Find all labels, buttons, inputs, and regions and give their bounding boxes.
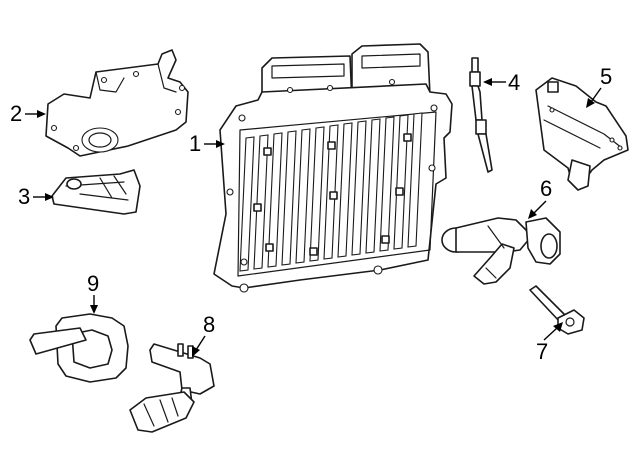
part-6-sensor — [441, 217, 561, 285]
part-2-bracket — [45, 49, 189, 157]
callout-2: 2 — [10, 101, 46, 126]
callout-9: 9 — [87, 271, 99, 314]
callout-6-number: 6 — [540, 176, 552, 201]
callout-3-number: 3 — [18, 184, 30, 209]
callout-8-number: 8 — [203, 312, 215, 337]
callout-4: 4 — [483, 70, 520, 95]
part-5-module — [535, 77, 629, 191]
callout-6: 6 — [528, 176, 552, 219]
callout-4-number: 4 — [508, 70, 520, 95]
callout-3: 3 — [18, 184, 54, 209]
part-9-ring-sensor — [29, 313, 129, 383]
part-3-sensor-bracket — [51, 169, 141, 215]
part-7-bolt — [529, 285, 585, 335]
callout-9-number: 9 — [87, 271, 99, 296]
part-4-glow-plug — [469, 57, 493, 173]
part-8-sensor-harness — [129, 343, 215, 433]
callout-2-number: 2 — [10, 101, 22, 126]
callout-8: 8 — [192, 312, 215, 357]
callout-5: 5 — [586, 64, 612, 108]
callout-1: 1 — [189, 131, 225, 156]
callout-5-number: 5 — [600, 64, 612, 89]
callout-1-number: 1 — [189, 131, 201, 156]
part-1-control-module — [213, 43, 453, 293]
callout-7-number: 7 — [536, 339, 548, 364]
callout-7: 7 — [536, 322, 563, 364]
